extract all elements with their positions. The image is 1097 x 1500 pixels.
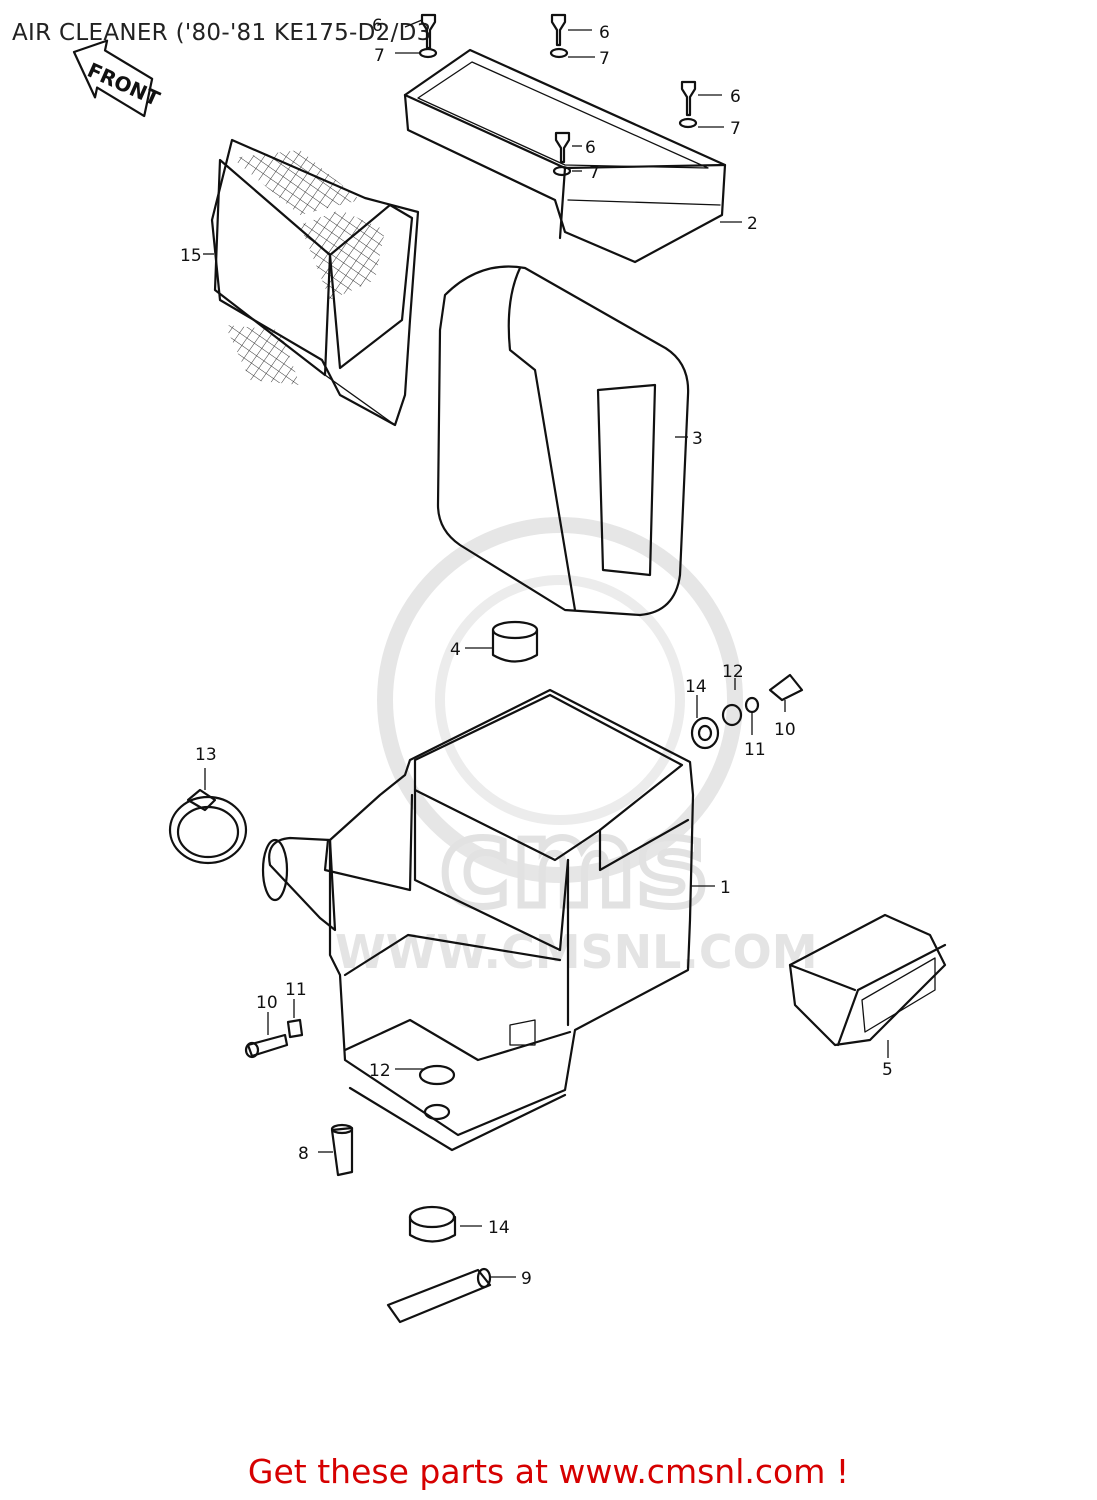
callout-7-right: 7 [730, 119, 741, 139]
callout-6-right: 6 [730, 87, 741, 107]
callout-9-hose: 9 [521, 1269, 532, 1289]
callout-14-bottom: 14 [488, 1218, 510, 1238]
callout-5-duct: 5 [882, 1060, 893, 1080]
leader-lines [203, 19, 889, 1278]
bolt-nut-set-left [244, 1018, 304, 1059]
pipe-part [330, 1123, 354, 1177]
callout-4-plug: 4 [450, 640, 461, 660]
callout-12-left: 12 [369, 1061, 391, 1081]
diagram-title: AIR CLEANER ('80-'81 KE175-D2/D3 [12, 20, 432, 46]
callout-13-clamp: 13 [195, 745, 217, 765]
air-cleaner-case-part [261, 688, 695, 1152]
hose-clamp-part [168, 788, 248, 865]
callout-6-lower: 6 [585, 138, 596, 158]
callout-7-top-mid: 7 [599, 49, 610, 69]
callout-10-right: 10 [774, 720, 796, 740]
callout-8-pipe: 8 [298, 1144, 309, 1164]
intake-duct-part [788, 913, 947, 1047]
callout-7-top-left: 7 [374, 46, 385, 66]
callout-11-left: 11 [285, 980, 307, 1000]
cap-plug-part [491, 620, 539, 663]
callout-15-mesh: 15 [180, 246, 202, 266]
watermark-logo-letters: cms [440, 795, 708, 934]
callout-2-cover: 2 [747, 214, 758, 234]
screw-washer-set-top [418, 13, 698, 177]
callout-10-left: 10 [256, 993, 278, 1013]
callout-14-right: 14 [685, 677, 707, 697]
callout-6-top-mid: 6 [599, 23, 610, 43]
front-direction-arrow: FRONT [72, 39, 164, 118]
footer-promo-link[interactable]: Get these parts at www.cmsnl.com ! [247, 1452, 850, 1491]
callout-7-lower: 7 [589, 163, 600, 183]
element-mesh-part [210, 138, 420, 427]
watermark-url: WWW.CMSNL.COM [335, 925, 818, 979]
callout-11-right: 11 [744, 740, 766, 760]
callout-1-case: 1 [720, 878, 731, 898]
callout-labels: 6 7 6 7 6 7 6 7 2 15 3 4 12 14 10 11 1 1… [180, 16, 893, 1289]
bolt-grommet-set-right [690, 673, 804, 750]
callout-3-foam: 3 [692, 429, 703, 449]
drain-hose-part [386, 1267, 492, 1324]
callout-12-right: 12 [722, 662, 744, 682]
callout-6-top-left: 6 [372, 16, 383, 36]
foam-element-part [436, 265, 690, 617]
grommet-part [408, 1205, 457, 1243]
